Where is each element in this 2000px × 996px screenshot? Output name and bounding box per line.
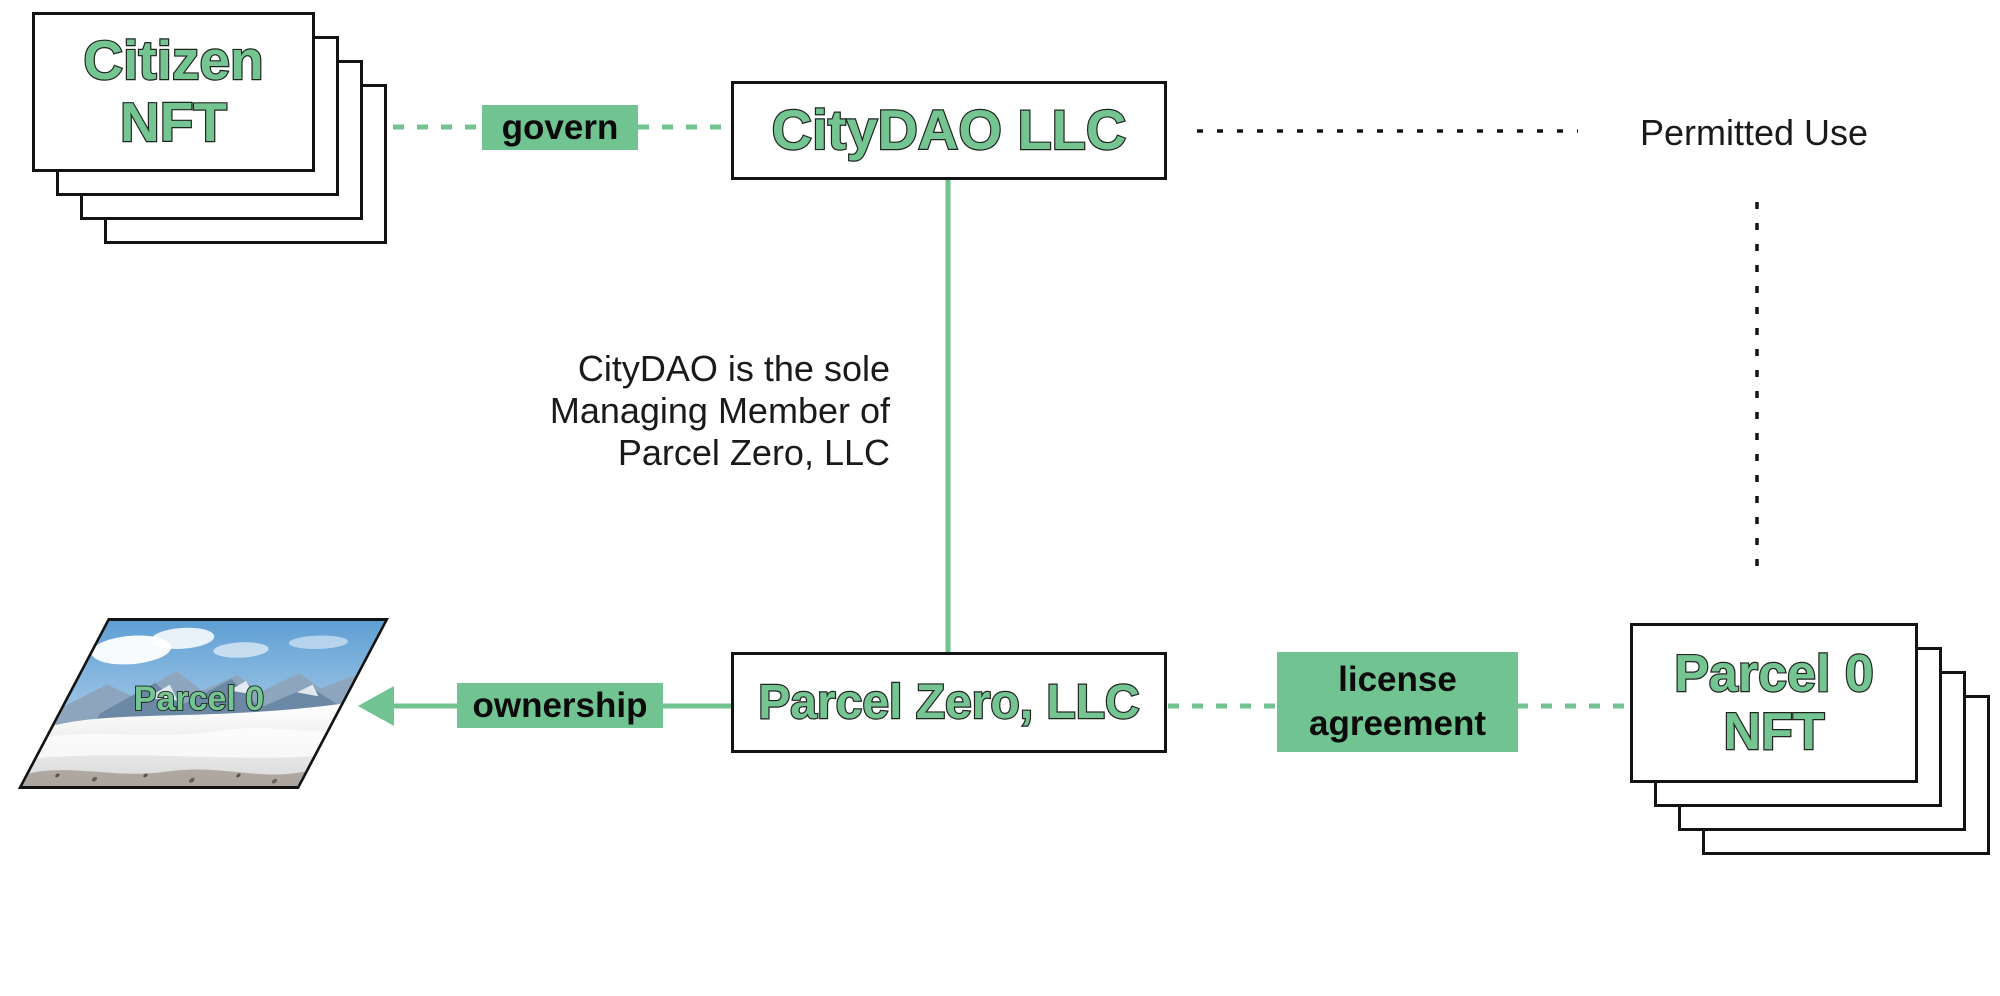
parcel0-nft-label-line2: NFT <box>1722 702 1825 762</box>
managing-member-note: CityDAO is the sole Managing Member of P… <box>490 348 890 474</box>
govern-edge-label-text: govern <box>501 107 619 147</box>
parcel-zero-llc-node: Parcel Zero, LLC <box>731 652 1167 753</box>
ownership-arrowhead-icon <box>358 686 394 726</box>
parcel-zero-llc-label: Parcel Zero, LLC <box>757 674 1141 729</box>
govern-edge-label: govern <box>482 105 638 150</box>
license-agreement-edge-label: license agreement <box>1277 652 1518 752</box>
citizen-nft-label-line1: Citizen <box>82 29 265 93</box>
parcel0-nft-card: Parcel 0 NFT <box>1630 623 1918 783</box>
citydao-llc-node: CityDAO LLC <box>731 81 1167 180</box>
citizen-nft-card: Citizen NFT <box>32 12 315 172</box>
managing-member-note-line3: Parcel Zero, LLC <box>617 432 890 473</box>
mountain-photo-graphic <box>22 621 385 786</box>
permitted-use-label: Permitted Use <box>1640 112 1869 153</box>
license-agreement-label-line1: license <box>1338 660 1457 699</box>
parcel-photo-frame <box>17 618 390 789</box>
citizen-nft-label-line2: NFT <box>119 90 228 154</box>
parcel-photo-caption: Parcel 0 <box>133 679 265 719</box>
managing-member-note-line1: CityDAO is the sole <box>577 348 890 389</box>
ownership-edge-label: ownership <box>457 683 663 728</box>
parcel0-nft-label-line1: Parcel 0 <box>1673 644 1875 704</box>
managing-member-note-line2: Managing Member of <box>549 390 890 431</box>
parcel-photo: Parcel 0 <box>17 618 390 789</box>
citydao-llc-label: CityDAO LLC <box>770 97 1127 162</box>
ownership-edge-label-text: ownership <box>472 685 648 725</box>
license-agreement-label-line2: agreement <box>1308 704 1487 743</box>
